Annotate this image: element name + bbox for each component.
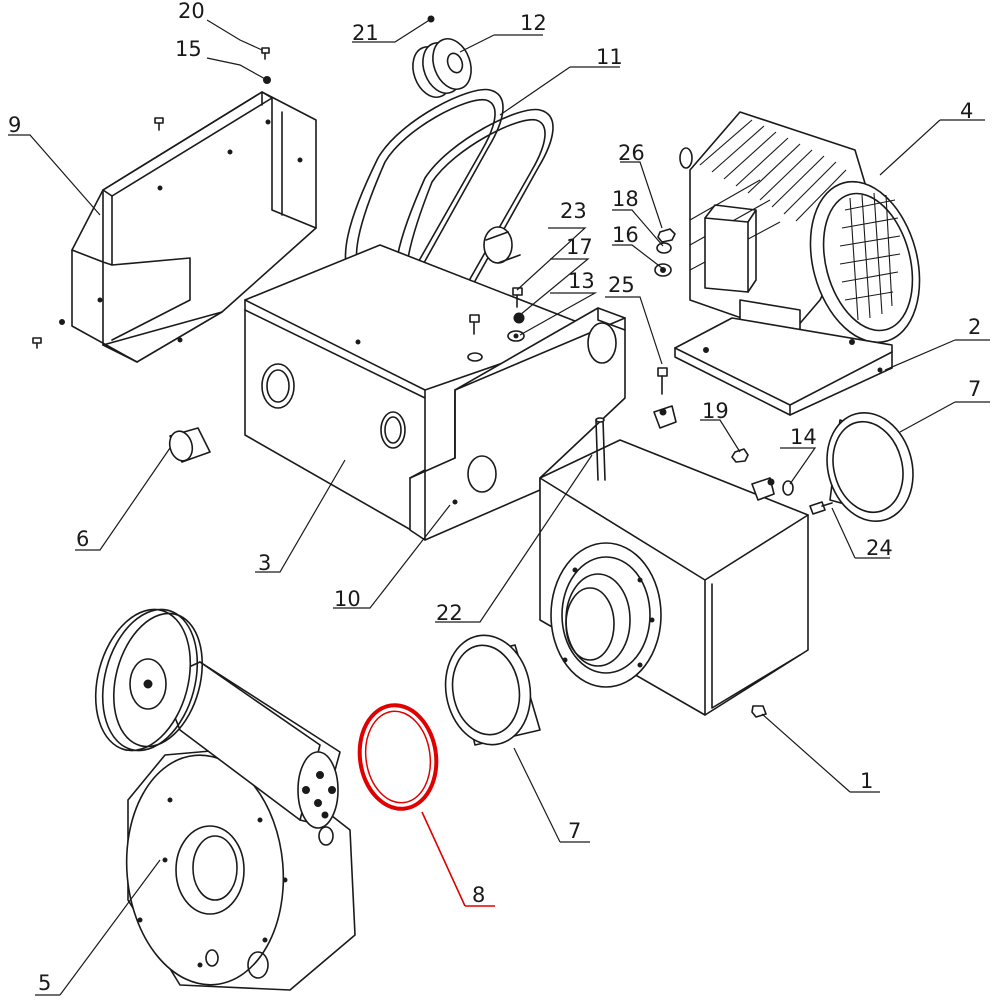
- callout-15: 15: [175, 37, 202, 61]
- callout-7-lower: 7: [568, 819, 581, 843]
- bearing-housing: [539, 439, 809, 716]
- callout-labels: 20 15 21 12 11 9 4 26 18 16 23 17 13 25 …: [8, 0, 981, 995]
- frame-bolt: [469, 314, 480, 335]
- tension-bracket: [653, 405, 677, 429]
- bearing-sleeve-upper: [826, 411, 914, 523]
- callout-23: 23: [560, 199, 587, 223]
- callout-13: 13: [568, 269, 595, 293]
- electric-motor: [679, 111, 921, 344]
- callout-10: 10: [334, 587, 361, 611]
- callout-8: 8: [472, 883, 485, 907]
- washer-13: [507, 330, 525, 342]
- tie-rod: [595, 417, 606, 481]
- washer-17: [513, 312, 525, 324]
- bearing-sleeve-lower: [444, 634, 541, 746]
- nut-26: [657, 228, 676, 243]
- belt-guard-cover: [59, 91, 317, 363]
- callout-2: 2: [968, 315, 981, 339]
- motor-pulley: [412, 38, 472, 98]
- callout-25: 25: [608, 273, 635, 297]
- callout-3: 3: [258, 551, 271, 575]
- callout-5: 5: [38, 971, 51, 995]
- frame-washer: [467, 352, 483, 362]
- set-screw-20: [261, 47, 270, 60]
- callout-16: 16: [612, 223, 639, 247]
- callout-17: 17: [566, 235, 593, 259]
- callout-4: 4: [960, 99, 973, 123]
- washer-16: [654, 263, 672, 277]
- callout-6: 6: [76, 527, 89, 551]
- o-ring-seal-highlighted: [357, 703, 439, 811]
- bushing: [168, 427, 211, 463]
- cover-screw: [154, 117, 164, 131]
- leader-lines: [8, 18, 990, 996]
- callout-11: 11: [596, 45, 623, 69]
- callout-19: 19: [702, 399, 729, 423]
- bolt-25: [657, 367, 668, 395]
- callout-7-upper: 7: [968, 377, 981, 401]
- spacer-sleeve: [483, 226, 521, 264]
- rotor-assembly: [94, 608, 356, 991]
- callout-14: 14: [790, 425, 817, 449]
- callout-21: 21: [352, 21, 379, 45]
- tension-bracket-lower: [751, 477, 775, 501]
- fan-cover-grille: [839, 192, 901, 321]
- callout-20: 20: [178, 0, 205, 23]
- callout-1: 1: [860, 769, 873, 793]
- main-frame: [244, 244, 599, 539]
- cover-screw: [32, 337, 42, 349]
- callout-24: 24: [866, 536, 893, 560]
- motor-base-plate: [674, 317, 893, 416]
- callout-22: 22: [436, 601, 463, 625]
- callout-26: 26: [618, 141, 645, 165]
- washer-14: [782, 480, 794, 496]
- nut-19: [731, 448, 749, 463]
- bolt-24: [809, 501, 833, 515]
- nut-18: [656, 242, 672, 254]
- callout-18: 18: [612, 187, 639, 211]
- callout-9: 9: [8, 113, 21, 137]
- callout-12: 12: [520, 11, 547, 35]
